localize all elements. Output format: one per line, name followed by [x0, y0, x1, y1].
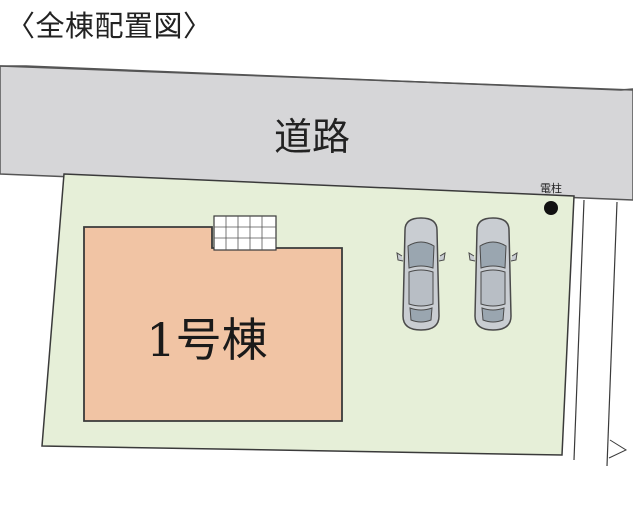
neighbor-mark: [608, 439, 628, 459]
balcony-grid: [213, 215, 277, 251]
road-label: 道路: [274, 115, 350, 159]
building-label: 1号棟: [146, 313, 267, 367]
utility-pole-label: 電柱: [540, 181, 562, 195]
utility-pole-icon: [544, 201, 558, 215]
road-edge-top: [0, 65, 633, 91]
building: [83, 226, 343, 422]
parking-car-1: [396, 217, 446, 331]
neighbor-boundary: [573, 199, 585, 461]
page-title: 〈全棟配置図〉: [6, 9, 213, 43]
parking-car-2: [468, 217, 518, 331]
neighbor-boundary-2: [606, 201, 618, 467]
